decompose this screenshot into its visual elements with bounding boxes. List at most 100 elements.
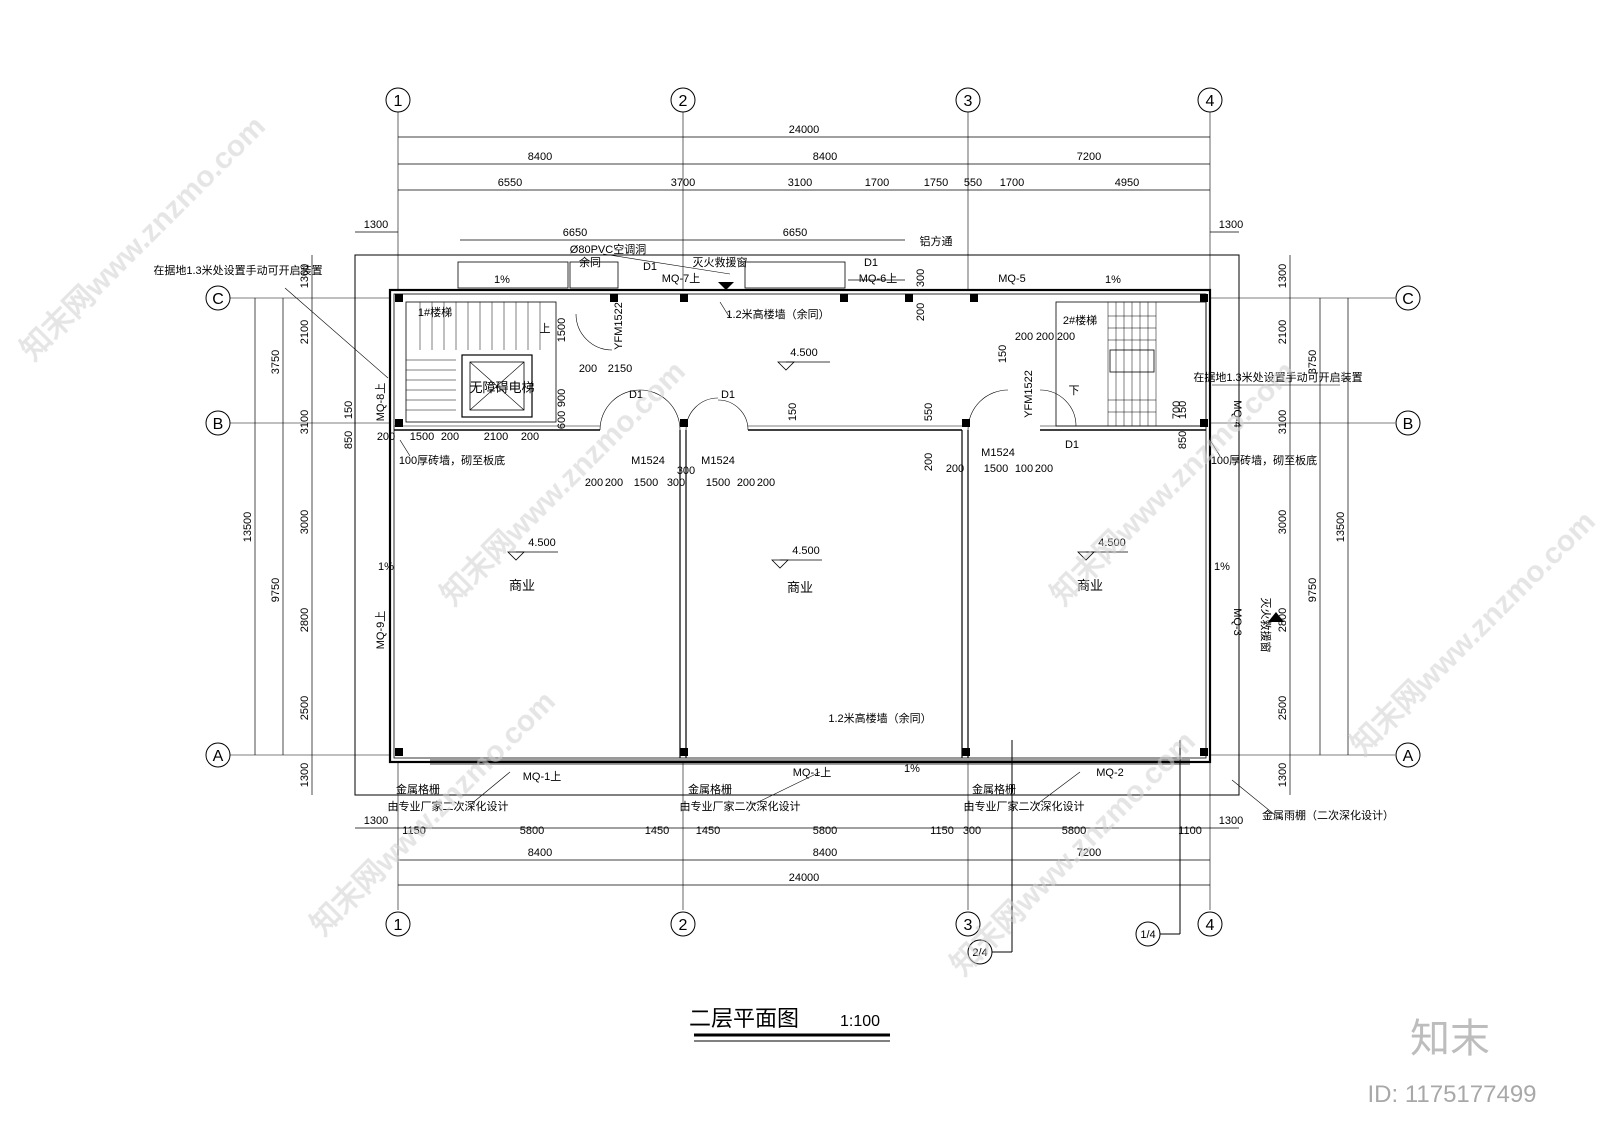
- dim-top-row2-0: 8400: [528, 151, 552, 163]
- stair-1-outline: [405, 301, 557, 423]
- axis-bubble-4-top: [1197, 87, 1223, 113]
- door-m1524-right-a: [685, 397, 719, 431]
- inner-dim-24: 200: [1035, 463, 1053, 475]
- label-level-shop-1: 4.500: [528, 537, 556, 549]
- inner-dim-12: 1500: [634, 477, 658, 489]
- label-manual-right: 在据地1.3米处设置手动可开启装置: [1193, 370, 1362, 384]
- axis-bubble-b-left: [205, 410, 231, 436]
- image-id: ID: 1175177499: [1367, 1081, 1536, 1108]
- label-grille-note-1: 由专业厂家二次深化设计: [388, 799, 509, 813]
- leader-grille-2: [751, 771, 821, 806]
- label-level-corridor: 4.500: [790, 347, 818, 359]
- label-slope-right: 1%: [1214, 561, 1230, 573]
- dim-left-total: 13500: [242, 512, 254, 543]
- axis-bubble-3-bottom: [955, 911, 981, 937]
- label-yfm-left: YFM1522: [613, 302, 625, 350]
- label-mq7: MQ-7上: [662, 272, 701, 285]
- inner-dim-6: 1500: [556, 318, 568, 342]
- label-stair-1: 1#楼梯: [418, 305, 452, 319]
- dim-right-detail-1: 2100: [1277, 320, 1289, 344]
- dim-left-detail-6: 1300: [299, 763, 311, 787]
- inner-dim-25: 200: [1015, 331, 1033, 343]
- dim-top-row3-3: 1700: [865, 177, 889, 189]
- axis-label-b-left: B: [213, 416, 224, 433]
- stair-1-treads: [406, 302, 541, 411]
- inner-dim-11: 200: [605, 477, 623, 489]
- ac-platform-3: [744, 261, 846, 289]
- stair-2-treads: [1107, 302, 1157, 426]
- dim-top-left-margin: 1300: [364, 219, 388, 231]
- label-slope-top-left: 1%: [494, 274, 510, 286]
- dim-bottom-row1-3: 1450: [645, 825, 669, 837]
- dim-left-detail-2: 3100: [299, 410, 311, 434]
- axis-label-3-bottom: 3: [964, 917, 973, 934]
- axis-label-a-right: A: [1403, 748, 1414, 765]
- label-d1-top: D1: [864, 257, 878, 269]
- axis-bubble-2-bottom: [670, 911, 696, 937]
- level-markers: [507, 361, 1128, 569]
- dim-top-row3-2: 3100: [788, 177, 812, 189]
- inner-dim-10: 200: [585, 477, 603, 489]
- label-grille-1: 金属格栅: [396, 782, 440, 796]
- inner-dim-8: 2100: [484, 431, 508, 443]
- dim-bottom-row1-6: 1150: [930, 825, 954, 837]
- inner-dim-3: 200: [579, 363, 597, 375]
- door-m1524-3: [967, 389, 1009, 431]
- label-m1524-left: M1524: [631, 455, 665, 467]
- label-wall12-top: 1.2米高楼墙（余同）: [726, 307, 829, 321]
- inner-dim-15: 200: [737, 477, 755, 489]
- dim-top-row3-4: 1750: [924, 177, 948, 189]
- door-m1524-left-b: [639, 389, 681, 431]
- leader-manual-left: [284, 287, 389, 379]
- label-yfm-right: YFM1522: [1023, 370, 1035, 418]
- ac-platform-2: [569, 261, 619, 289]
- dim-right-small-1: 850: [1177, 431, 1189, 449]
- inner-dim-5: 600: [556, 411, 568, 429]
- inner-dim-13: 300: [667, 477, 685, 489]
- dim-left-mid-0: 3750: [270, 350, 282, 374]
- watermark-5: 知末网www.znzmo.com: [305, 685, 562, 942]
- dim-top-right-margin: 1300: [1219, 219, 1243, 231]
- dim-top-row3-6: 1700: [1000, 177, 1024, 189]
- dim-top-row3-0: 6550: [498, 177, 522, 189]
- dim-bottom-row2-2: 7200: [1077, 847, 1101, 859]
- dim-bottom-row1-10: 1300: [1219, 815, 1243, 827]
- label-d1-mid-right: D1: [721, 389, 735, 401]
- dim-left-small-2: 200: [377, 431, 395, 443]
- elevator-shaft: [461, 354, 533, 418]
- dim-right-detail-0: 1300: [1277, 264, 1289, 288]
- leader-canopy: [1231, 779, 1276, 816]
- dim-bottom-row2-1: 8400: [813, 847, 837, 859]
- axis-bubble-c-right: [1395, 285, 1421, 311]
- dim-left-detail-3: 3000: [299, 510, 311, 534]
- fire-window-marker: [718, 282, 734, 290]
- dim-top-row2-2: 7200: [1077, 151, 1101, 163]
- dim-top-row3-7: 4950: [1115, 177, 1139, 189]
- label-canopy: 金属雨棚（二次深化设计）: [1262, 808, 1394, 822]
- inner-dim-9: 200: [521, 431, 539, 443]
- label-stair-2: 2#楼梯: [1063, 313, 1097, 327]
- door-yfm-1: [575, 313, 613, 351]
- inner-dim-7: 200: [915, 303, 927, 321]
- axis-label-2-top: 2: [679, 93, 688, 110]
- dim-top-row4-1: 6650: [783, 227, 807, 239]
- label-shop-1: 商业: [509, 578, 535, 593]
- dim-bottom-row1-5: 5800: [813, 825, 837, 837]
- dim-bottom-row1-9: 1100: [1178, 825, 1202, 837]
- axis-label-1-bottom: 1: [394, 917, 403, 934]
- label-grille-2: 金属格栅: [688, 782, 732, 796]
- drawing-scale: 1:100: [840, 1013, 880, 1030]
- elevator-car: [469, 361, 525, 411]
- axis-bubble-4-bottom: [1197, 911, 1223, 937]
- axis-label-c-left: C: [212, 291, 224, 308]
- axis-bubble-c-left: [205, 285, 231, 311]
- detail-bubble-2-4: [967, 939, 993, 965]
- watermark-1: 知末网www.znzmo.com: [15, 110, 272, 367]
- inner-dim-29: 700: [1171, 401, 1183, 419]
- leader-grille-1: [469, 771, 511, 806]
- label-slope-left: 1%: [378, 561, 394, 573]
- label-shang: 上: [540, 322, 551, 335]
- door-m1524-left-a: [599, 389, 641, 431]
- label-grille-note-2: 由专业厂家二次深化设计: [680, 799, 801, 813]
- label-mq8: MQ-8上: [374, 383, 387, 422]
